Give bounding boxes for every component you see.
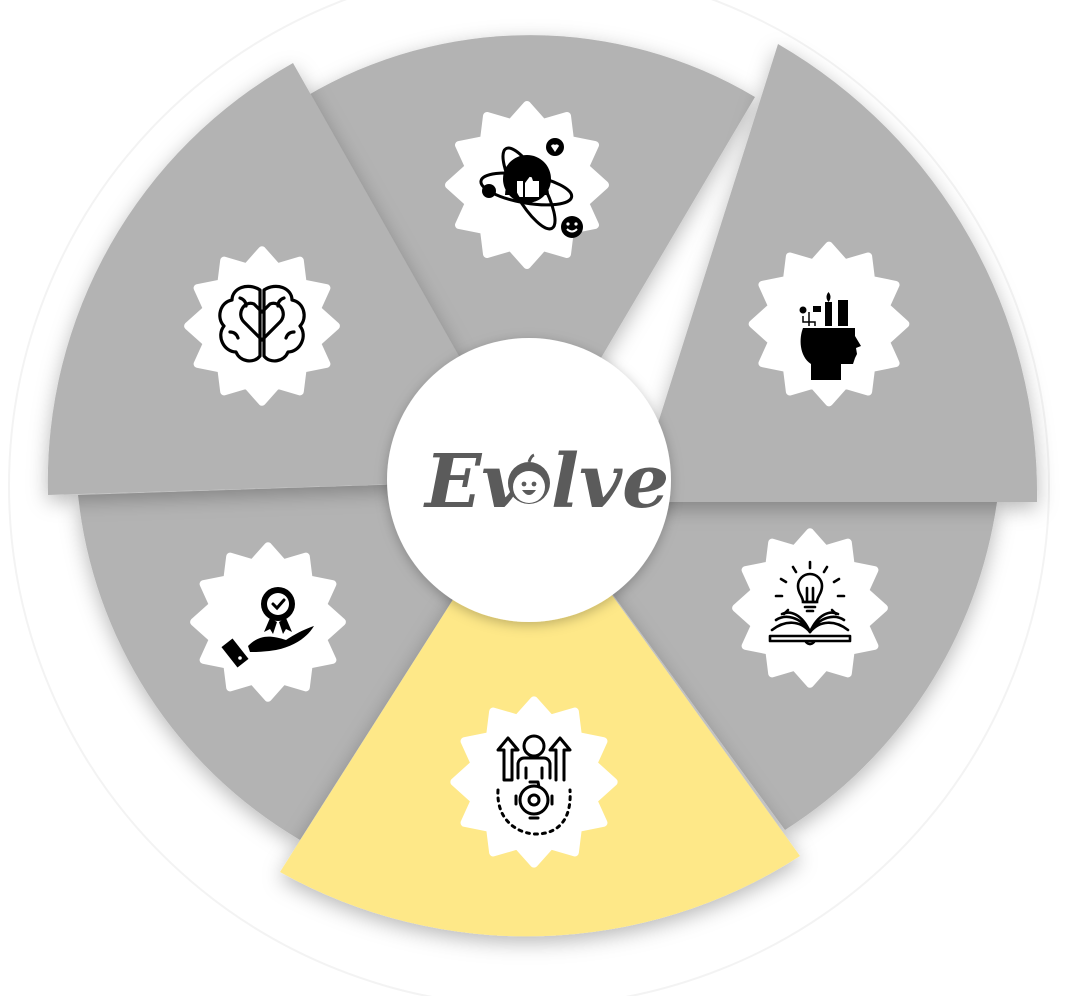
badge-creative[interactable]	[753, 246, 906, 403]
creative-head-icon	[799, 292, 861, 380]
outer-ring	[8, 0, 1050, 996]
segment-learning[interactable]	[529, 480, 997, 830]
badge-social[interactable]	[449, 105, 605, 265]
evolve-logo: Ev lve	[423, 439, 669, 525]
smiley-face-icon	[508, 453, 550, 504]
book-lightbulb-icon	[768, 560, 852, 646]
hand-award-icon	[221, 587, 314, 668]
brain-heart-icon	[218, 284, 306, 363]
badge-quality[interactable]	[194, 546, 342, 698]
social-network-icon	[479, 138, 583, 238]
person-gear-growth-icon	[496, 734, 572, 836]
badge-emotional[interactable]	[188, 250, 336, 402]
badge-learning[interactable]	[736, 532, 884, 684]
badge-growth[interactable]	[454, 700, 613, 863]
logo-text-right: lve	[551, 439, 669, 525]
